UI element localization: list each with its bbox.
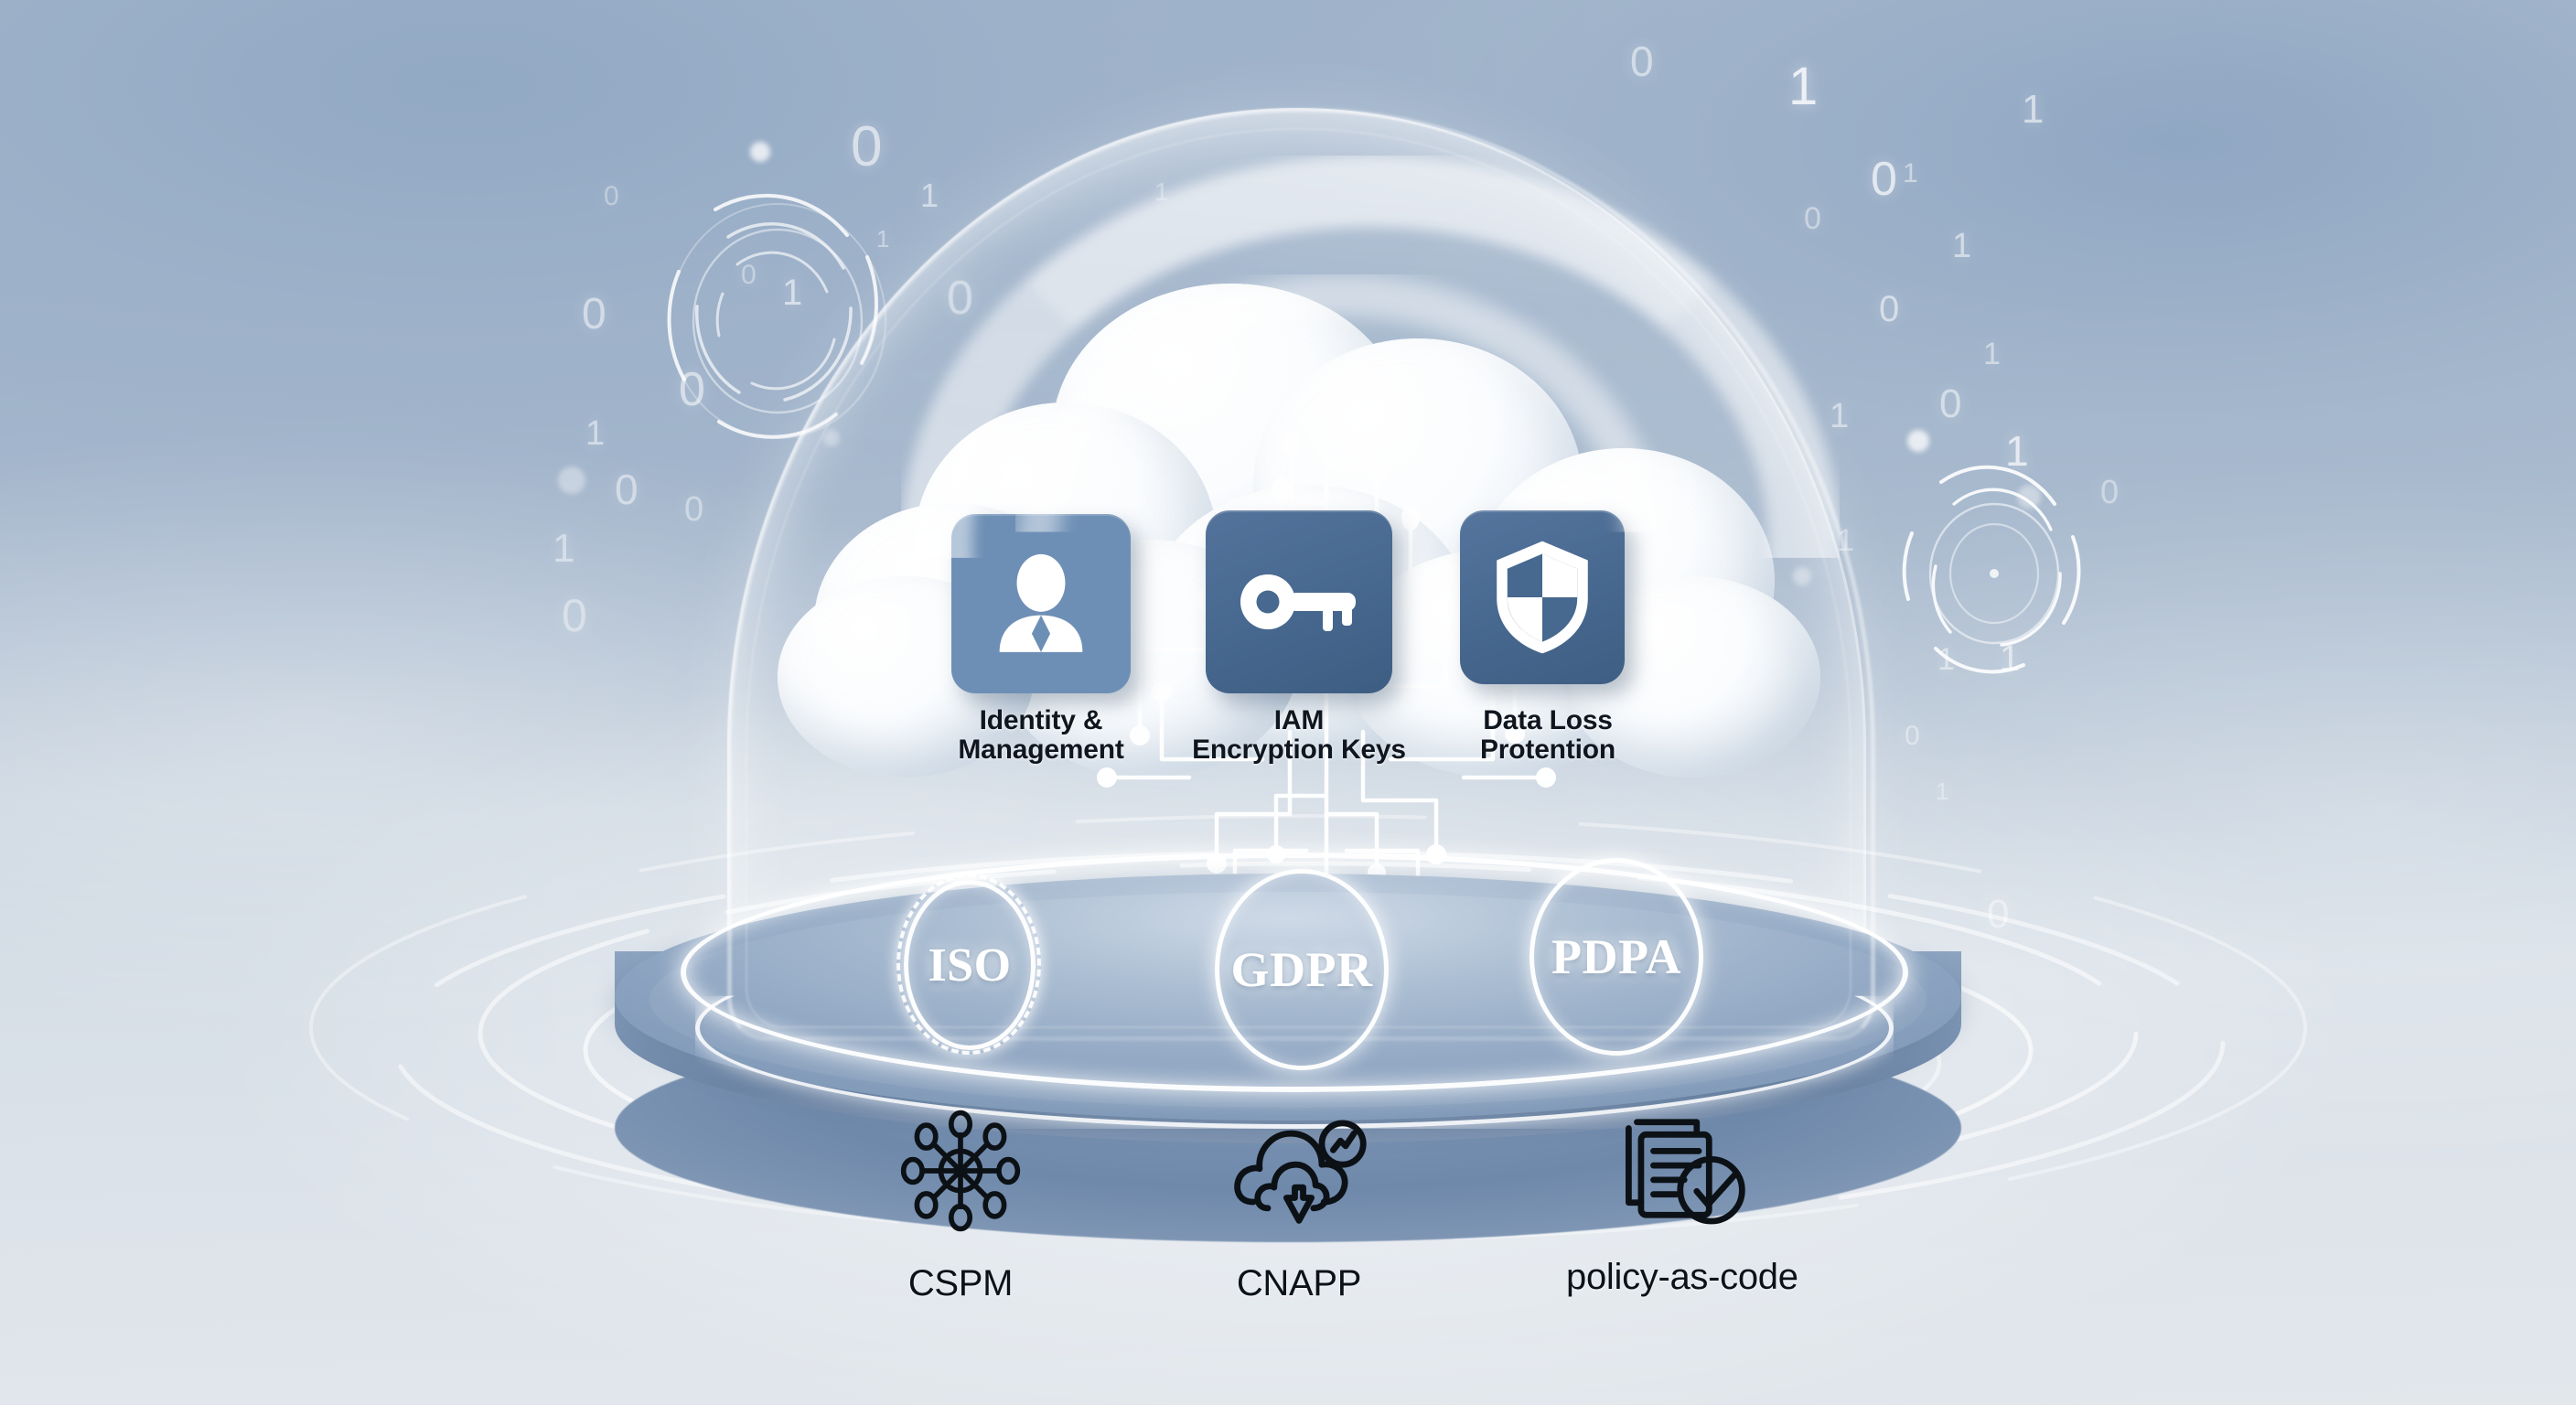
binary-digit: 1 xyxy=(2022,87,2045,132)
binary-digit: 0 xyxy=(1987,892,2010,937)
pillar-label-dlp-line2: Protention xyxy=(1480,735,1615,766)
feature-policy-as-code[interactable]: policy-as-code xyxy=(1566,1096,1798,1298)
documents-check-icon xyxy=(1614,1096,1751,1233)
binary-digit: 1 xyxy=(920,177,939,214)
compliance-ring-outer-iso xyxy=(896,874,1041,1055)
compliance-badge-gdpr[interactable]: GDPR xyxy=(1215,869,1389,1070)
feature-cspm[interactable]: CSPM xyxy=(892,1102,1029,1304)
sparkle xyxy=(750,142,770,162)
binary-digit: 1 xyxy=(782,273,803,313)
binary-digit: 0 xyxy=(615,466,639,513)
binary-digit: 1 xyxy=(1837,523,1854,558)
feature-label-policy-as-code: policy-as-code xyxy=(1566,1257,1798,1297)
binary-digit: 1 xyxy=(1903,158,1918,188)
binary-digit: 0 xyxy=(2100,473,2120,510)
binary-digit: 0 xyxy=(1905,721,1920,751)
key-icon xyxy=(1240,574,1356,631)
binary-digit: 1 xyxy=(1952,227,1972,265)
binary-digit: 0 xyxy=(562,590,587,641)
pillar-tile-identity[interactable] xyxy=(951,514,1131,693)
feature-label-cnapp: CNAPP xyxy=(1236,1263,1362,1303)
binary-digit: 0 xyxy=(679,363,705,416)
binary-digit: 0 xyxy=(1871,153,1897,206)
sparkle xyxy=(1907,430,1929,452)
compliance-label-pdpa: PDPA xyxy=(1551,929,1681,984)
binary-digit: 0 xyxy=(1879,289,1900,329)
tech-ring-decoration-right xyxy=(1902,465,2081,674)
pillar-tile-encryption-keys[interactable] xyxy=(1206,510,1392,693)
binary-digit: 1 xyxy=(553,526,575,571)
pillar-label-identity-line2: Management xyxy=(958,735,1124,766)
compliance-badge-iso[interactable]: ISO xyxy=(904,880,1036,1050)
binary-digit: 1 xyxy=(2005,427,2029,475)
binary-digit: 0 xyxy=(1630,38,1654,85)
binary-digit: 0 xyxy=(582,290,606,338)
binary-digit: 0 xyxy=(684,490,704,529)
cloud-download-chart-icon xyxy=(1230,1102,1368,1239)
binary-digit: 1 xyxy=(1937,642,1955,677)
binary-digit: 0 xyxy=(851,115,883,178)
compliance-label-iso: ISO xyxy=(928,938,1012,992)
binary-digit: 1 xyxy=(876,225,890,252)
binary-digit: 1 xyxy=(585,414,606,453)
pillar-label-encryption-keys: IAM Encryption Keys xyxy=(1162,705,1436,766)
sparkle xyxy=(2017,485,2041,509)
sparkle xyxy=(558,467,585,494)
feature-label-cspm: CSPM xyxy=(907,1263,1014,1303)
binary-digit: 0 xyxy=(604,181,619,211)
binary-digit: 1 xyxy=(1936,778,1949,805)
binary-digit: 1 xyxy=(1983,337,2001,371)
shield-icon xyxy=(1497,541,1588,654)
binary-digit: 0 xyxy=(1804,201,1821,236)
pillar-tile-data-loss[interactable] xyxy=(1460,510,1625,684)
pillar-label-identity-line1: Identity & xyxy=(979,705,1103,735)
compliance-label-gdpr: GDPR xyxy=(1230,942,1373,997)
binary-digit: 0 xyxy=(741,260,757,290)
pillar-label-dlp-line1: Data Loss xyxy=(1483,705,1613,735)
feature-cnapp[interactable]: CNAPP xyxy=(1230,1102,1368,1304)
pillar-label-identity: Identity & Management xyxy=(913,705,1169,766)
binary-digit: 1 xyxy=(1788,57,1819,116)
binary-digit: 1 xyxy=(2000,638,2021,679)
binary-digit: 0 xyxy=(1939,381,1962,426)
pillar-label-keys-line1: IAM xyxy=(1273,705,1325,735)
compliance-badge-pdpa[interactable]: PDPA xyxy=(1530,858,1703,1056)
pillar-label-data-loss: Data Loss Protention xyxy=(1423,705,1672,766)
user-person-icon xyxy=(999,553,1083,652)
hub-spoke-network-icon xyxy=(892,1102,1029,1239)
pillar-label-keys-line2: Encryption Keys xyxy=(1192,735,1406,766)
binary-digit: 1 xyxy=(1830,397,1850,435)
